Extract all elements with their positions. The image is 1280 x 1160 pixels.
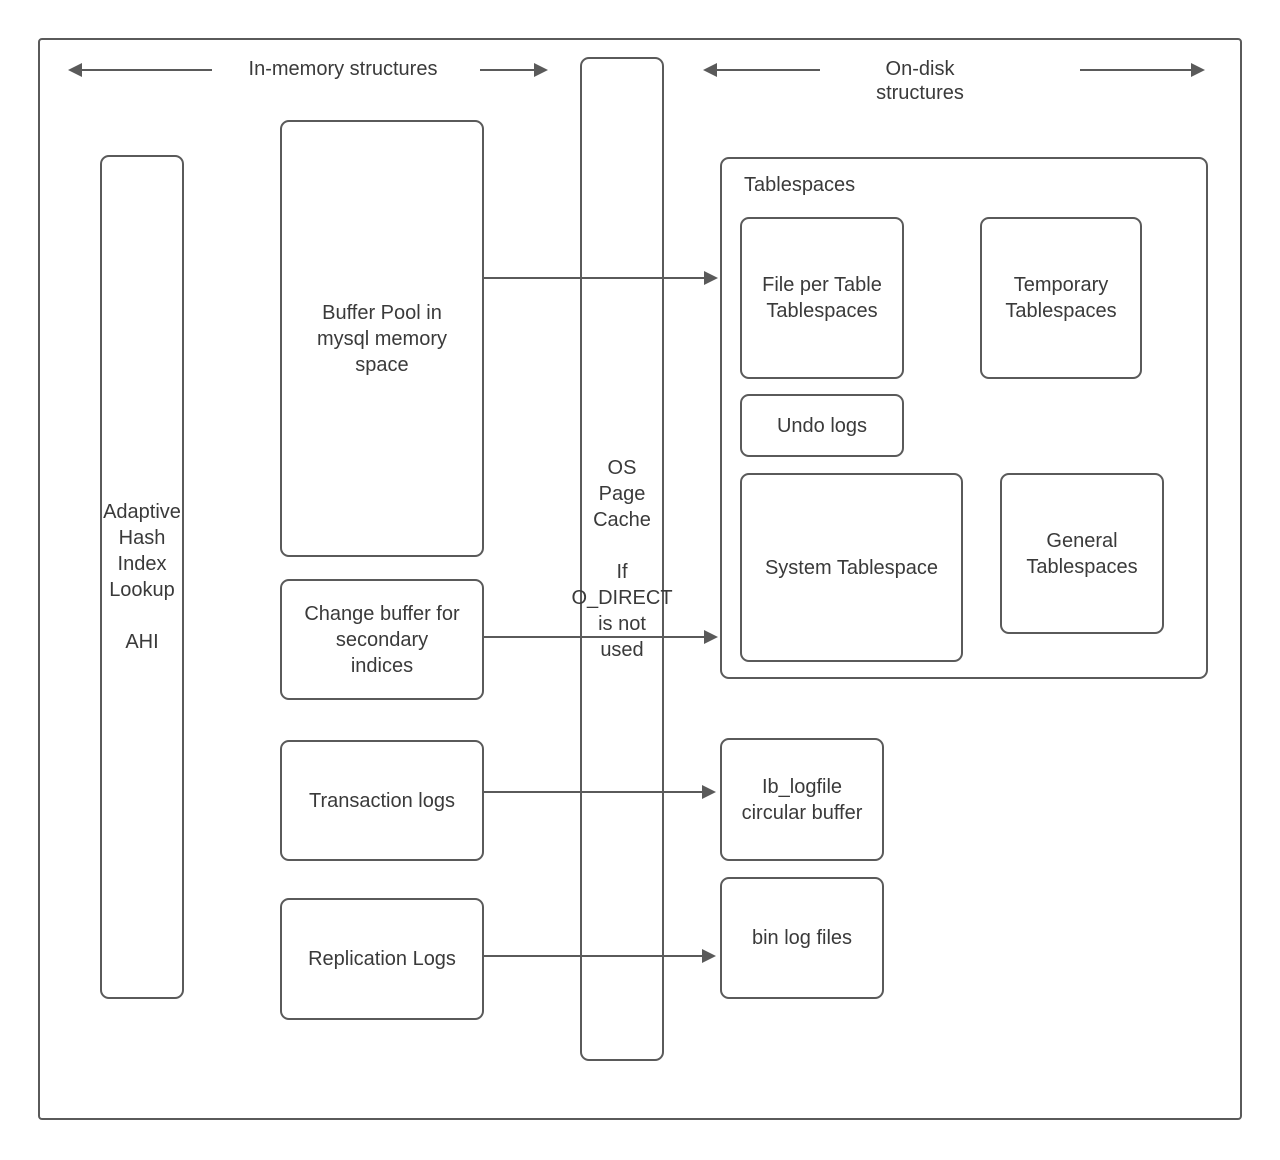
on-disk-header: On-disk structures	[876, 58, 964, 104]
arrow-head	[704, 630, 718, 644]
arrow-head	[702, 785, 716, 799]
node-replication-logs: Replication Logs	[280, 898, 484, 1020]
file-per-table-label: File per Table Tablespaces	[762, 274, 882, 322]
node-file-per-table-tablespaces: File per Table Tablespaces	[740, 217, 904, 379]
ib-logfile-label: Ib_logfile circular buffer	[741, 775, 863, 824]
node-ib-logfile: Ib_logfile circular buffer	[720, 738, 884, 861]
arrow-head	[68, 63, 82, 77]
outer-frame	[38, 38, 1242, 1120]
transaction-logs-label: Transaction logs	[309, 789, 455, 812]
node-change-buffer: Change buffer for secondary indices	[280, 579, 484, 700]
buffer-pool-label: Buffer Pool in mysql memory space	[316, 301, 447, 376]
adaptive-hash-index-label: Adaptive Hash Index Lookup AHI	[103, 501, 181, 653]
tablespaces-title: Tablespaces	[744, 174, 856, 196]
bin-log-files-label: bin log files	[751, 927, 853, 949]
arrow-head	[703, 63, 717, 77]
arrow-line	[480, 636, 705, 638]
arrow-head	[702, 949, 716, 963]
change-buffer-label: Change buffer for secondary indices	[304, 602, 460, 677]
arrow-line	[1080, 69, 1192, 71]
arrow-head	[704, 271, 718, 285]
node-bin-log-files: bin log files	[720, 877, 884, 999]
arrow-head	[534, 63, 548, 77]
arrow-head	[1191, 63, 1205, 77]
node-adaptive-hash-index: Adaptive Hash Index Lookup AHI	[100, 155, 184, 999]
arrow-line	[480, 791, 703, 793]
arrow-line	[480, 69, 536, 71]
in-memory-header: In-memory structures	[248, 58, 438, 80]
system-tablespace-label: System Tablespace	[764, 556, 939, 579]
temporary-tablespaces-label: Temporary Tablespaces	[1005, 274, 1117, 322]
arrow-line	[480, 955, 703, 957]
node-system-tablespace: System Tablespace	[740, 473, 963, 662]
arrow-line	[80, 69, 212, 71]
arrow-line	[480, 277, 705, 279]
node-buffer-pool: Buffer Pool in mysql memory space	[280, 120, 484, 557]
undo-logs-label: Undo logs	[776, 414, 868, 437]
replication-logs-label: Replication Logs	[308, 948, 456, 970]
node-temporary-tablespaces: Temporary Tablespaces	[980, 217, 1142, 379]
arrow-line	[715, 69, 820, 71]
node-os-page-cache: OS Page Cache If O_DIRECT is not used	[571, 57, 673, 1061]
os-page-cache-label: OS Page Cache If O_DIRECT is not used	[571, 457, 673, 661]
node-transaction-logs: Transaction logs	[280, 740, 484, 861]
general-tablespaces-label: General Tablespaces	[1026, 529, 1138, 578]
node-general-tablespaces: General Tablespaces	[1000, 473, 1164, 634]
node-undo-logs: Undo logs	[740, 394, 904, 457]
